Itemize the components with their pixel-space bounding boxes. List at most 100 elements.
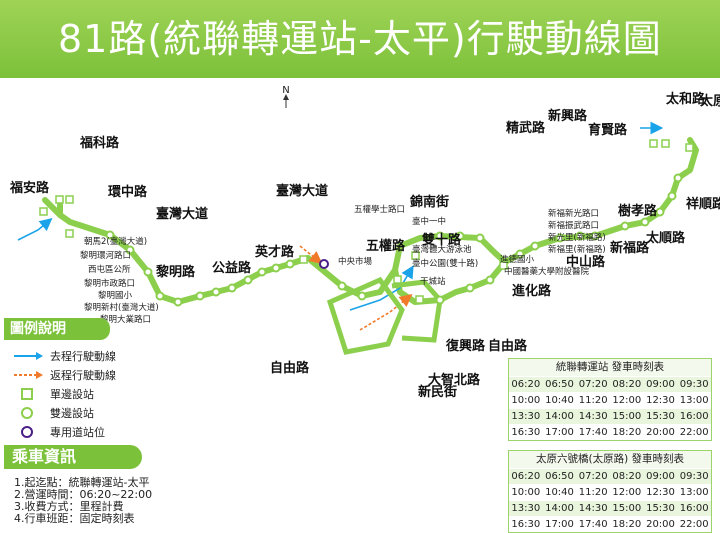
road-label-shuangshi: 雙十路 — [422, 232, 462, 248]
timetable-cell: 14:00 — [542, 408, 577, 424]
legend-outbound: 去程行駛動線 — [12, 348, 116, 364]
timetable-cell: 09:30 — [677, 468, 711, 484]
road-label-taishun: 太順路 — [645, 230, 686, 246]
outbound-arrow-icon — [12, 350, 44, 362]
timetable-cell: 15:30 — [643, 500, 678, 516]
svg-text:新福新光路口: 新福新光路口 — [548, 208, 599, 219]
timetable-cell: 17:40 — [576, 424, 610, 440]
road-label-taiwan-blvd-central: 臺灣大道 — [276, 183, 328, 199]
road-label-fuan: 福安路 — [9, 180, 50, 196]
station-label-gancheng: 干城站 — [420, 276, 446, 287]
svg-text:新福里(新福路): 新福里(新福路) — [548, 244, 606, 255]
timetable-cell: 10:00 — [509, 484, 543, 500]
road-label-gongyi: 公益路 — [212, 260, 252, 276]
svg-text:臺中一中: 臺中一中 — [412, 216, 446, 227]
road-label-liming: 黎明路 — [156, 264, 196, 280]
road-label-yingcai: 英才路 — [254, 244, 295, 260]
svg-text:黎明環河路口: 黎明環河路口 — [80, 250, 131, 261]
svg-text:西屯區公所: 西屯區公所 — [88, 264, 131, 275]
square-stop-icon — [12, 388, 44, 400]
timetable-cell: 12:00 — [610, 392, 644, 408]
timetable-cell: 17:00 — [542, 424, 577, 440]
svg-text:新福振武路口: 新福振武路口 — [548, 220, 599, 231]
road-label-taihe: 太和路 — [665, 91, 706, 107]
ride-info-line: 3.收費方式：里程計費 — [14, 500, 124, 513]
road-label-xinxing: 新興路 — [548, 108, 588, 124]
timetable-cell: 18:20 — [610, 424, 644, 440]
stop-markers — [105, 173, 683, 307]
svg-text:中國醫藥大學附設醫院: 中國醫藥大學附設醫院 — [504, 266, 590, 277]
timetable-cell: 06:20 — [509, 376, 543, 392]
road-label-jinnan: 錦南街 — [410, 194, 449, 210]
timetable-cell: 10:40 — [542, 484, 577, 500]
legend-double-side: 雙邊設站 — [12, 405, 94, 421]
timetable-cell: 17:40 — [576, 516, 610, 532]
north-arrow-icon: N — [282, 85, 290, 108]
road-label-huanzhong: 環中路 — [108, 184, 148, 200]
timetable-cell: 08:20 — [610, 468, 644, 484]
timetable-cell: 14:30 — [576, 500, 610, 516]
svg-text:黎明國小: 黎明國小 — [98, 290, 133, 301]
timetable-cell: 10:40 — [542, 392, 577, 408]
timetable-cell: 07:20 — [576, 376, 610, 392]
timetable-cell: 15:00 — [610, 408, 644, 424]
road-label-xinfu: 新福路 — [610, 240, 650, 256]
road-label-ziyou: 自由路 — [270, 360, 310, 376]
timetable-cell: 14:00 — [542, 500, 577, 516]
timetable-cell: 15:30 — [643, 408, 678, 424]
road-label-fuke: 福科路 — [79, 135, 120, 151]
timetable-title: 太原六號橋(太原路) 發車時刻表 — [509, 451, 711, 468]
timetable-cell: 10:00 — [509, 392, 543, 408]
svg-text:臺灣體大游泳池: 臺灣體大游泳池 — [412, 244, 472, 255]
svg-text:臺中公園(雙十路): 臺中公園(雙十路) — [412, 258, 478, 269]
timetable-cell: 12:30 — [643, 484, 678, 500]
timetable-cell: 18:20 — [610, 516, 644, 532]
svg-text:五權學士路口: 五權學士路口 — [354, 204, 405, 215]
road-label-taiyuan: 太原路 — [699, 93, 720, 109]
north-label: N — [282, 85, 289, 96]
timetable-cell: 16:30 — [509, 424, 543, 440]
return-route-line — [299, 245, 413, 331]
timetable-cell: 20:00 — [643, 424, 678, 440]
timetable-cell: 07:20 — [576, 468, 610, 484]
legend-return: 返程行駛動線 — [12, 367, 116, 383]
timetable-cell: 17:00 — [542, 516, 577, 532]
road-label-dazhi: 大智北路 — [428, 372, 481, 388]
road-label-fuxing: 復興路 — [445, 338, 486, 354]
timetable-title: 統聯轉運站 發車時刻表 — [509, 359, 711, 376]
stop-list-center: 五權學士路口 中央市場 臺中一中 臺灣體大游泳池 臺中公園(雙十路) — [338, 204, 478, 269]
legend-single-side: 單邊設站 — [12, 386, 94, 402]
dedicated-lane-station-marker — [319, 259, 329, 269]
timetable-cell: 15:00 — [610, 500, 644, 516]
stop-list-huanzhong: 朝馬2(臺灣大道) 黎明環河路口 西屯區公所 黎明市政路口 黎明國小 黎明新村(… — [80, 236, 159, 325]
legend-title: 圖例說明 — [4, 318, 110, 340]
timetable-cell: 11:20 — [576, 484, 610, 500]
road-label-xinmin: 新民街 — [418, 384, 457, 400]
road-label-shuxiao: 樹孝路 — [618, 203, 658, 219]
ride-info-line: 1.起迄點：統聯轉運站-太平 — [14, 476, 150, 489]
timetable-cell: 13:00 — [677, 392, 711, 408]
road-label-xiangshun: 祥順路 — [686, 196, 720, 212]
timetable-cell: 20:00 — [643, 516, 678, 532]
timetable-cell: 12:30 — [643, 392, 678, 408]
svg-text:朝馬2(臺灣大道): 朝馬2(臺灣大道) — [84, 236, 147, 247]
ride-info-title: 乘車資訊 — [4, 445, 142, 469]
timetable-cell: 06:20 — [509, 468, 543, 484]
map-title: 81路(統聯轉運站-太平)行駛動線圖 — [58, 17, 662, 61]
single-side-stop-markers — [39, 139, 694, 304]
timetable-cell: 11:20 — [576, 392, 610, 408]
timetable-cell: 09:30 — [677, 376, 711, 392]
dedicated-station-icon — [12, 426, 44, 438]
timetable-cell: 13:00 — [677, 484, 711, 500]
road-label-wuquan: 五權路 — [366, 238, 406, 254]
svg-text:新光里(新福路): 新光里(新福路) — [548, 232, 606, 243]
timetable-cell: 09:00 — [643, 376, 678, 392]
timetable-cell: 13:30 — [509, 500, 543, 516]
timetable-cell: 06:50 — [542, 468, 577, 484]
legend-dedicated: 專用道站位 — [12, 424, 105, 440]
